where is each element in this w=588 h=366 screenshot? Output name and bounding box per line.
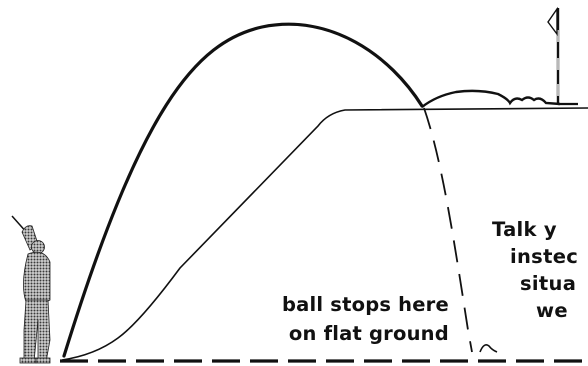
flat-ground-caption: ball stops here on flat ground bbox=[282, 290, 449, 348]
side-caption-line4: we bbox=[536, 297, 578, 324]
side-caption-line1: Talk y bbox=[492, 216, 578, 243]
green-mound bbox=[422, 91, 560, 107]
flat-ground-caption-line2: on flat ground bbox=[282, 319, 449, 348]
ball-bounce-mark bbox=[480, 345, 497, 352]
flat-ground-caption-line1: ball stops here bbox=[282, 290, 449, 319]
side-caption-truncated: Talk y instec situa we bbox=[492, 216, 578, 324]
side-caption-line3: situa bbox=[520, 270, 578, 297]
side-caption-line2: instec bbox=[510, 243, 578, 270]
golfer-figure-icon bbox=[12, 216, 50, 363]
flagstick-icon bbox=[548, 8, 578, 104]
